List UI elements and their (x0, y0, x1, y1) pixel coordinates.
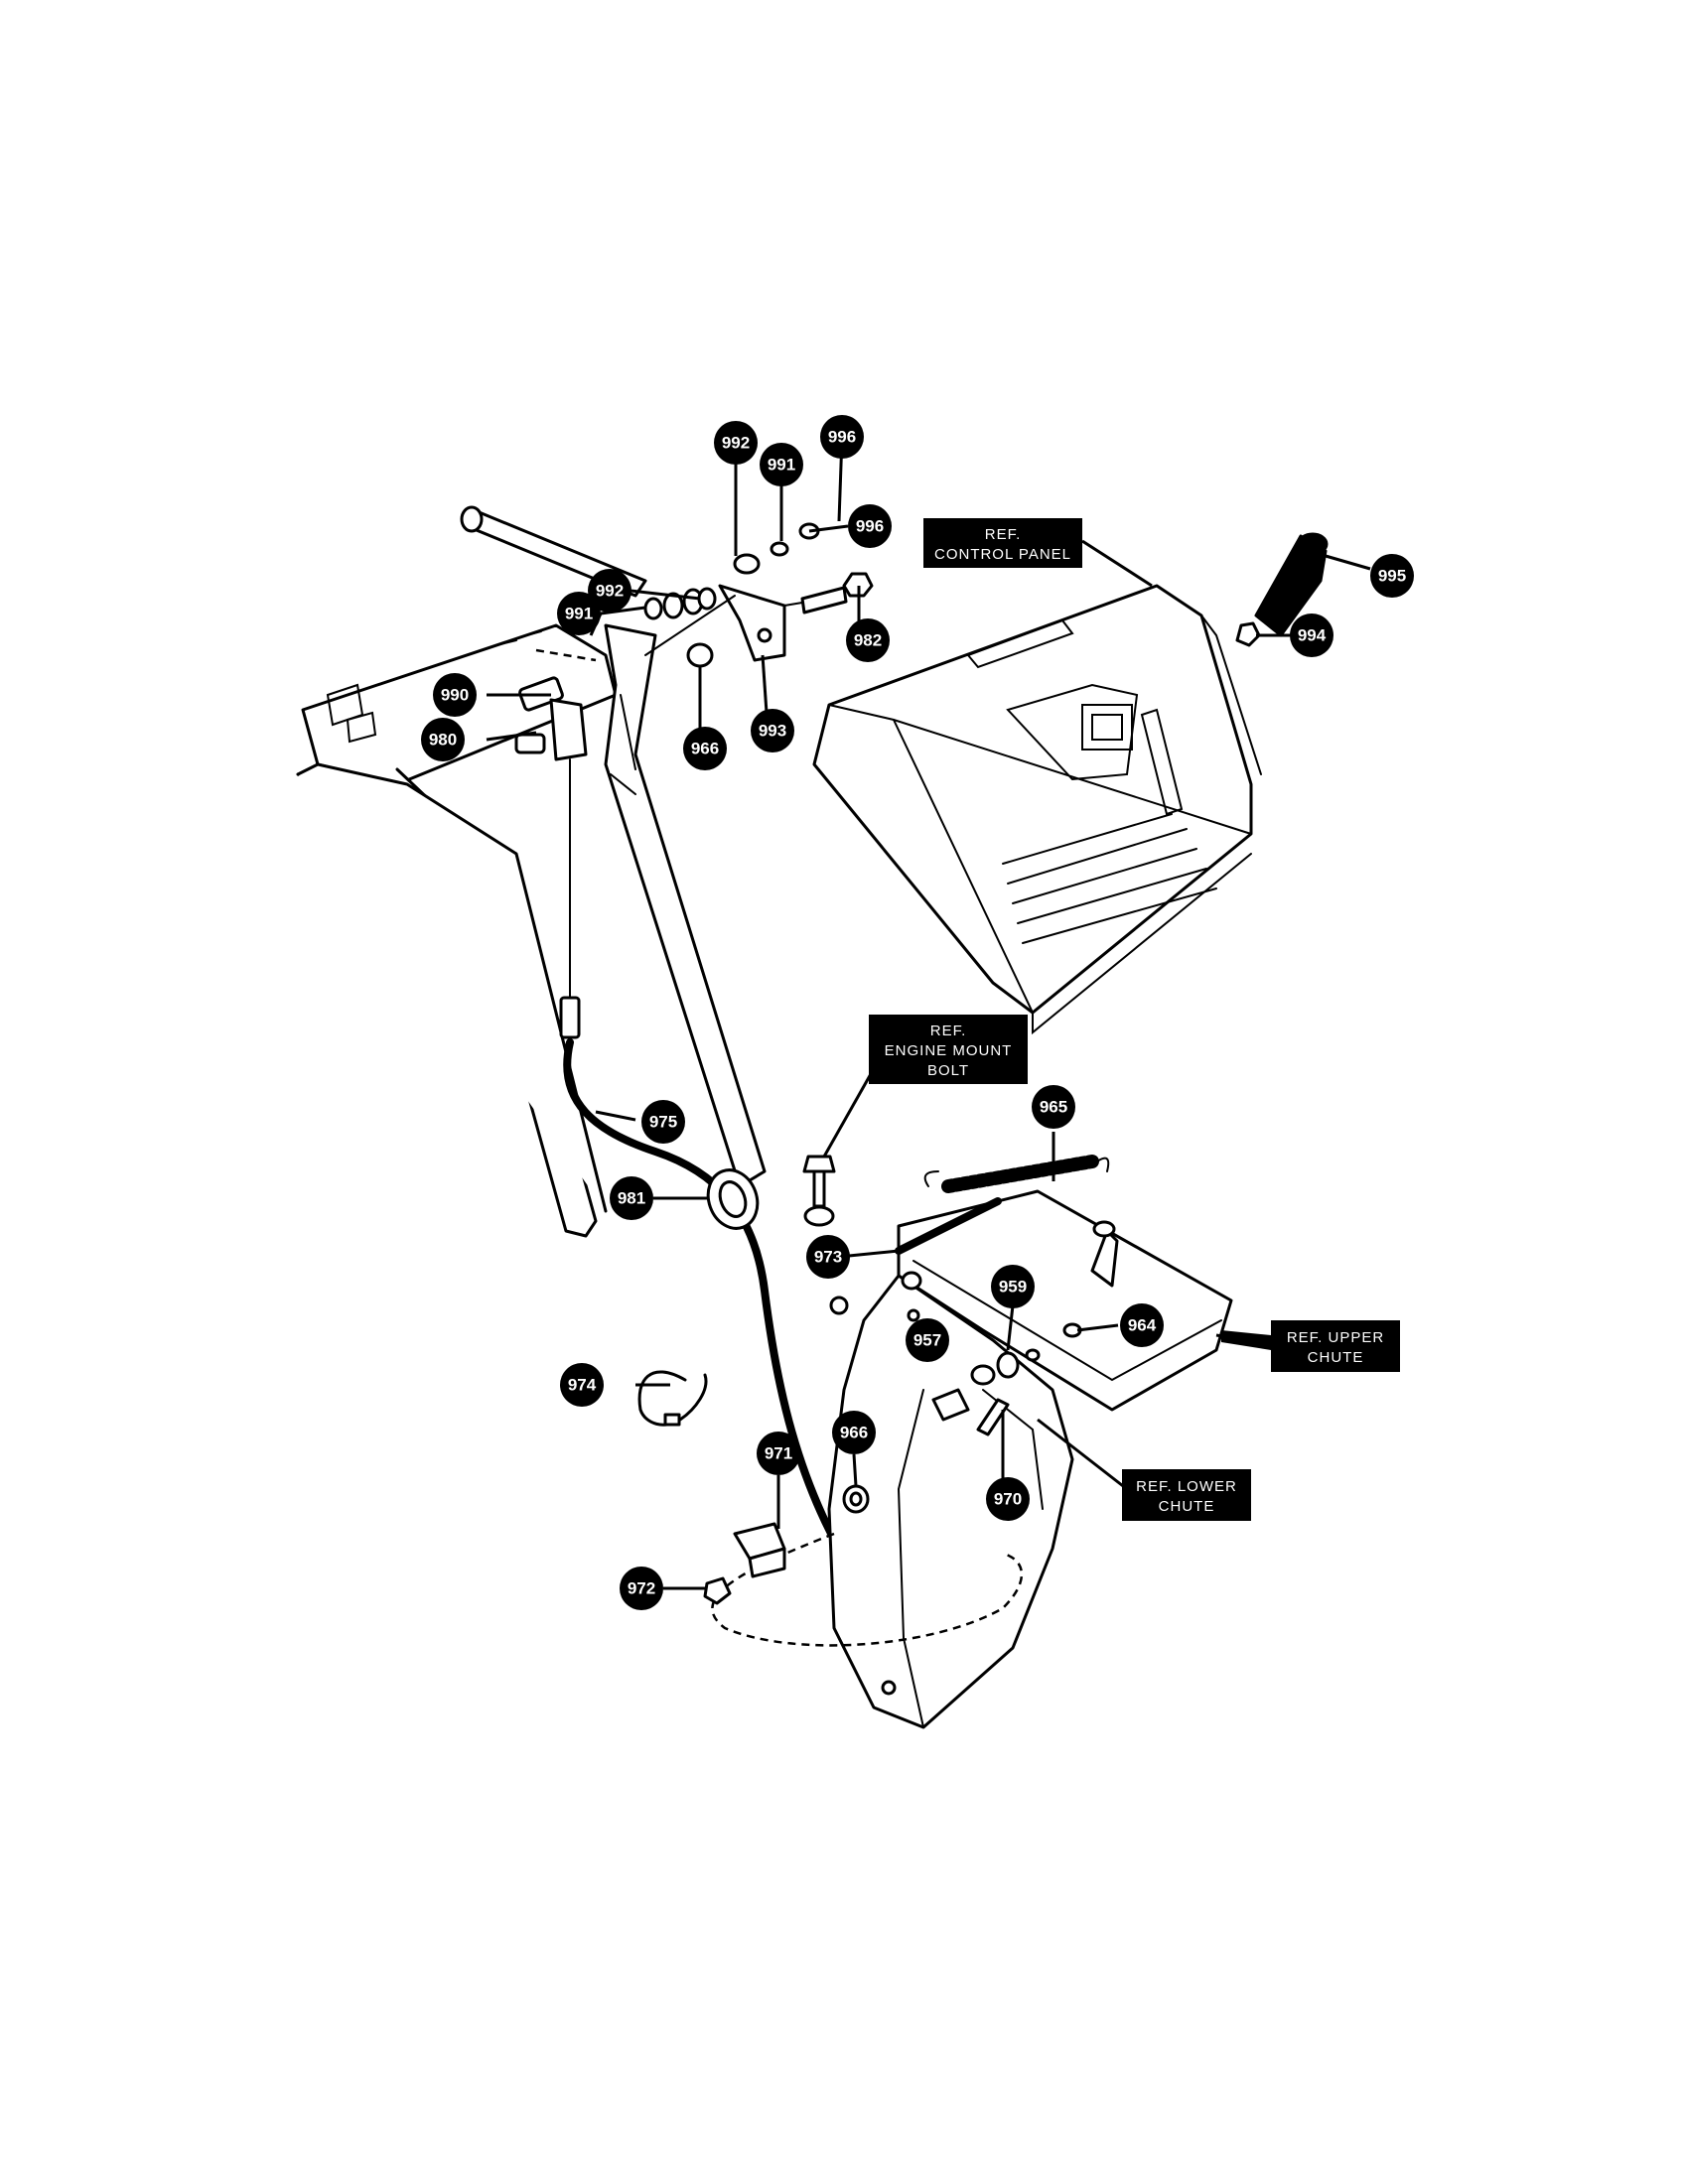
callout-966-upper: 966 (683, 727, 727, 770)
callout-992-left: 992 (588, 569, 632, 613)
callout-996-top-label: 996 (828, 428, 856, 447)
ref-lower-chute: REF. LOWER CHUTE (1122, 1469, 1251, 1521)
callout-993-label: 993 (759, 722, 786, 741)
shift-mechanism (514, 522, 874, 761)
callout-957: 957 (906, 1318, 949, 1362)
callout-971-label: 971 (765, 1444, 792, 1463)
callout-964: 964 (1120, 1303, 1164, 1347)
callout-981-label: 981 (618, 1189, 645, 1208)
ref-engine-mount-bolt-line2: ENGINE MOUNT (885, 1042, 1013, 1059)
ref-engine-mount-bolt-line3: BOLT (927, 1062, 969, 1079)
callout-957-label: 957 (913, 1331, 941, 1350)
callout-995: 995 (1370, 554, 1414, 598)
ref-control-panel: REF. CONTROL PANEL (923, 518, 1082, 568)
callout-990: 990 (433, 673, 477, 717)
leader-lines (486, 436, 1371, 1590)
callout-974: 974 (560, 1363, 604, 1407)
callout-994: 994 (1290, 614, 1333, 657)
callout-980: 980 (421, 718, 465, 761)
chute-assembly (637, 1155, 1233, 1729)
callout-993: 993 (751, 709, 794, 752)
callout-996-right-label: 996 (856, 517, 884, 536)
handle-assembly (296, 505, 767, 1238)
callout-966-upper-label: 966 (691, 740, 719, 758)
ref-upper-chute: REF. UPPER CHUTE (1271, 1320, 1400, 1372)
callout-972: 972 (620, 1567, 663, 1610)
callout-992-upper: 992 (714, 421, 758, 465)
ref-control-panel-line2: CONTROL PANEL (934, 546, 1071, 563)
callout-973-label: 973 (814, 1248, 842, 1267)
callout-991-upper-label: 991 (768, 456, 795, 475)
callout-992-left-label: 992 (596, 582, 624, 601)
callout-995-label: 995 (1378, 567, 1406, 586)
callout-966-lower-label: 966 (840, 1424, 868, 1442)
ref-upper-chute-pointer (1221, 1330, 1271, 1350)
callout-970: 970 (986, 1477, 1030, 1521)
callout-994-label: 994 (1298, 626, 1327, 645)
callout-974-label: 974 (568, 1376, 597, 1395)
callout-991-left: 991 (557, 592, 601, 635)
callout-992-upper-label: 992 (722, 434, 750, 453)
callout-965: 965 (1032, 1085, 1075, 1129)
control-panel (812, 584, 1262, 1035)
callout-982-label: 982 (854, 631, 882, 650)
callout-966-lower: 966 (832, 1411, 876, 1454)
callout-982: 982 (846, 618, 890, 662)
callout-990-label: 990 (441, 686, 469, 705)
callout-959-label: 959 (999, 1278, 1027, 1297)
callout-996-right: 996 (848, 504, 892, 548)
callout-965-label: 965 (1040, 1098, 1067, 1117)
callout-971: 971 (757, 1432, 800, 1475)
callout-996-top: 996 (820, 415, 864, 459)
ref-engine-mount-bolt-line1: REF. (930, 1023, 967, 1039)
callout-973: 973 (806, 1235, 850, 1279)
callout-975: 975 (641, 1100, 685, 1144)
callout-970-label: 970 (994, 1490, 1022, 1509)
callout-991-left-label: 991 (565, 605, 593, 623)
ref-engine-mount-bolt: REF. ENGINE MOUNT BOLT (869, 1015, 1028, 1084)
ref-lower-chute-line1: REF. LOWER (1136, 1478, 1237, 1495)
ref-upper-chute-line2: CHUTE (1308, 1349, 1364, 1366)
shift-knob (1235, 532, 1329, 647)
ref-lower-chute-line2: CHUTE (1159, 1498, 1215, 1515)
callout-975-label: 975 (649, 1113, 677, 1132)
callout-959: 959 (991, 1265, 1035, 1308)
callout-980-label: 980 (429, 731, 457, 750)
ref-upper-chute-line1: REF. UPPER (1287, 1329, 1384, 1346)
callout-972-label: 972 (628, 1579, 655, 1598)
ref-control-panel-line1: REF. (985, 526, 1022, 543)
callout-964-label: 964 (1128, 1316, 1157, 1335)
callout-991-upper: 991 (760, 443, 803, 486)
callout-981: 981 (610, 1176, 653, 1220)
